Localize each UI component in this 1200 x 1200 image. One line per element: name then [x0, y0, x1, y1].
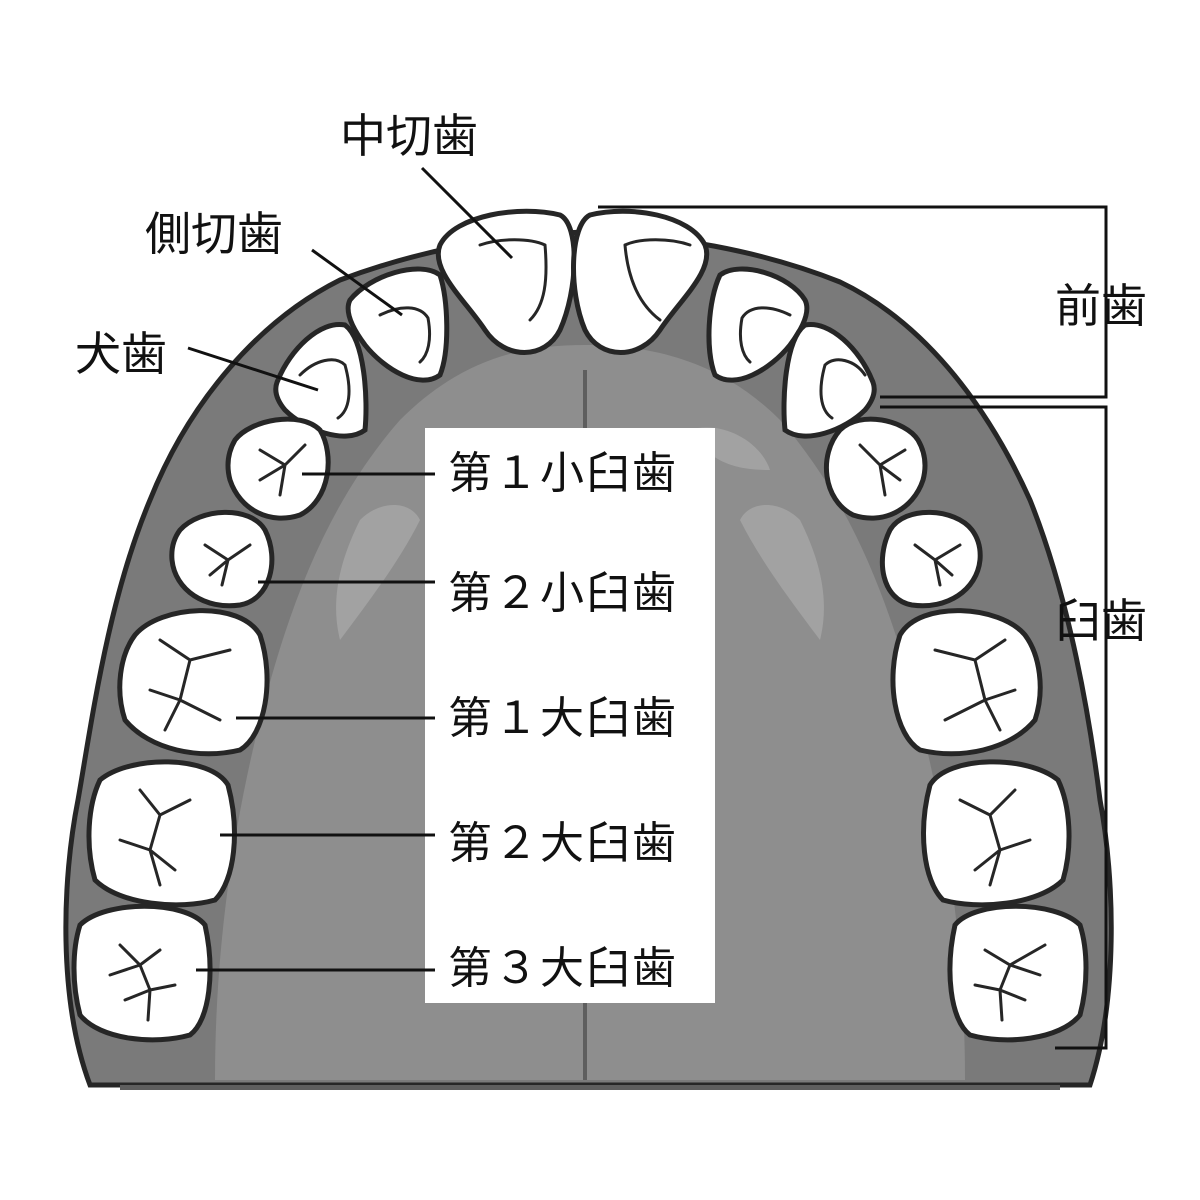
- bracket-anterior: [598, 205, 1108, 399]
- tooth-second-molar-left: [86, 759, 237, 908]
- tooth-first-premolar-right: [824, 416, 928, 521]
- label-canine: 犬歯: [75, 327, 167, 381]
- tooth-central-incisor-left: [435, 208, 577, 355]
- tooth-canine-right: [781, 321, 877, 439]
- tooth-canine-left: [273, 321, 369, 439]
- leader-canine: [187, 346, 319, 392]
- tooth-third-molar-right: [947, 903, 1089, 1043]
- palate-ridge-right: [740, 505, 824, 640]
- tooth-first-molar-left: [117, 608, 270, 757]
- tooth-central-incisor-right: [571, 208, 710, 355]
- leader-lateral-incisor: [311, 248, 403, 317]
- label-first-molar: 第１大臼歯: [448, 693, 678, 744]
- tooth-lateral-incisor-left: [345, 266, 450, 383]
- brackets: [598, 205, 1108, 1050]
- bracket-molar: [880, 405, 1108, 1050]
- leader-central-incisor: [420, 166, 514, 260]
- label-first-premolar: 第１小臼歯: [448, 448, 678, 499]
- leader-lines: [187, 166, 514, 972]
- label-second-molar: 第２大臼歯: [448, 818, 678, 869]
- label-second-premolar: 第２小臼歯: [448, 568, 678, 619]
- teeth-right: [571, 208, 1089, 1043]
- gum-lower-edge: [120, 1085, 1060, 1090]
- tooth-grooves: [108, 238, 1047, 1022]
- label-molars: 臼歯: [1055, 594, 1147, 648]
- label-lateral-incisor: 側切歯: [145, 207, 283, 261]
- label-central-incisor: 中切歯: [340, 109, 478, 163]
- label-panel: [425, 428, 715, 1003]
- palate-ridge-left: [336, 505, 420, 640]
- label-anterior-teeth: 前歯: [1055, 279, 1147, 333]
- tooth-first-molar-right: [890, 608, 1043, 757]
- label-third-molar: 第３大臼歯: [448, 943, 678, 994]
- tooth-second-premolar-left: [169, 509, 275, 609]
